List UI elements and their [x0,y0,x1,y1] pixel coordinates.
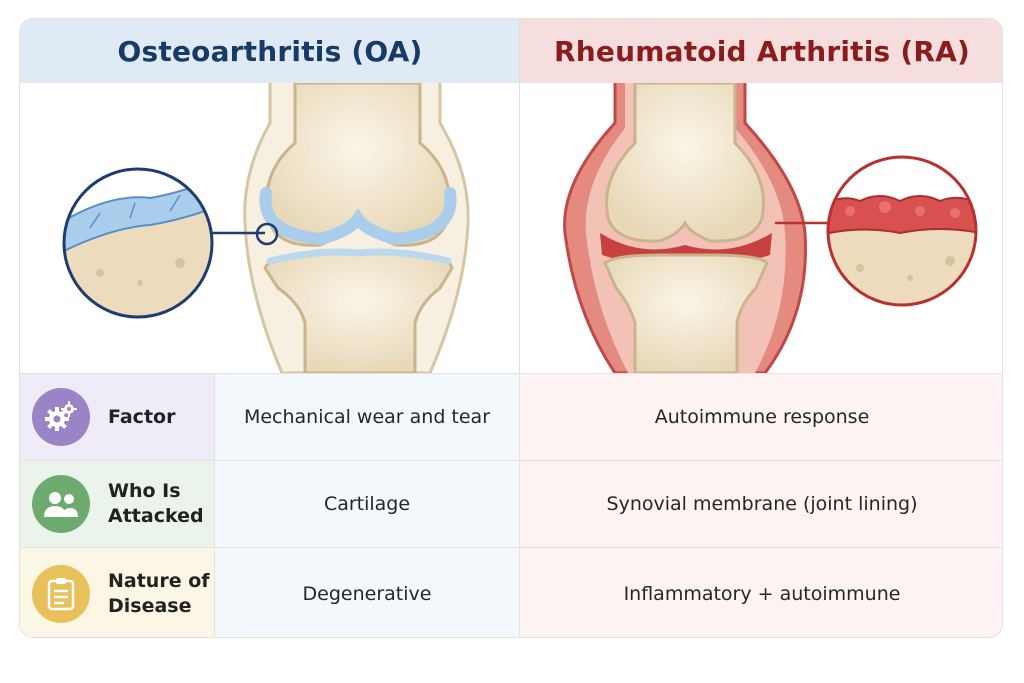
oa-header: Osteoarthritis (OA) [20,19,520,83]
ra-knee-illustration [520,83,1002,373]
ra-value-cell: Synovial membrane (joint lining) [520,460,1002,547]
row-label: Factor [108,405,176,428]
people-icon [32,475,90,533]
oa-attacked-value: Cartilage [323,493,411,515]
ra-synovium-zoom [828,157,976,305]
table-row-factor: Factor Mechanical wear and tear Autoimmu… [20,373,1002,460]
oa-value-cell: Degenerative [215,547,520,637]
row-label: Who Is Attacked [108,480,204,527]
oa-femur-cartilage [259,187,457,246]
oa-value-cell: Mechanical wear and tear [215,373,520,460]
ra-tibia [603,253,769,373]
ra-attacked-value: Synovial membrane (joint lining) [606,493,918,515]
oa-value-cell: Cartilage [215,460,520,547]
oa-knee-illustration [20,83,520,373]
clipboard-icon [32,564,90,623]
oa-nature-value: Degenerative [302,582,432,605]
column-divider [519,19,520,637]
ra-femur [605,83,765,243]
oa-title: Osteoarthritis (OA) [117,34,423,68]
ra-nature-value: Inflammatory + autoimmune [623,582,901,605]
row-label-cell: Who Is Attacked [20,460,215,547]
ra-title: Rheumatoid Arthritis (RA) [554,34,970,68]
row-label-cell: Nature of Disease [20,547,215,637]
ra-value-cell: Autoimmune response [520,373,1002,460]
gears-icon [32,388,90,446]
ra-factor-value: Autoimmune response [654,406,870,428]
table-row-nature-of-disease: Nature of Disease Degenerative Inflammat… [20,547,1002,637]
row-label: Nature of Disease [108,569,210,617]
oa-tibia-cartilage [266,248,452,265]
comparison-card: Osteoarthritis (OA) Rheumatoid Arthritis… [19,18,1003,638]
oa-factor-value: Mechanical wear and tear [243,406,491,428]
ra-value-cell: Inflammatory + autoimmune [520,547,1002,637]
table-row-who-is-attacked: Who Is Attacked Cartilage Synovial membr… [20,460,1002,547]
row-label-cell: Factor [20,373,215,460]
ra-header: Rheumatoid Arthritis (RA) [520,19,1002,83]
oa-cartilage-zoom [64,169,212,317]
